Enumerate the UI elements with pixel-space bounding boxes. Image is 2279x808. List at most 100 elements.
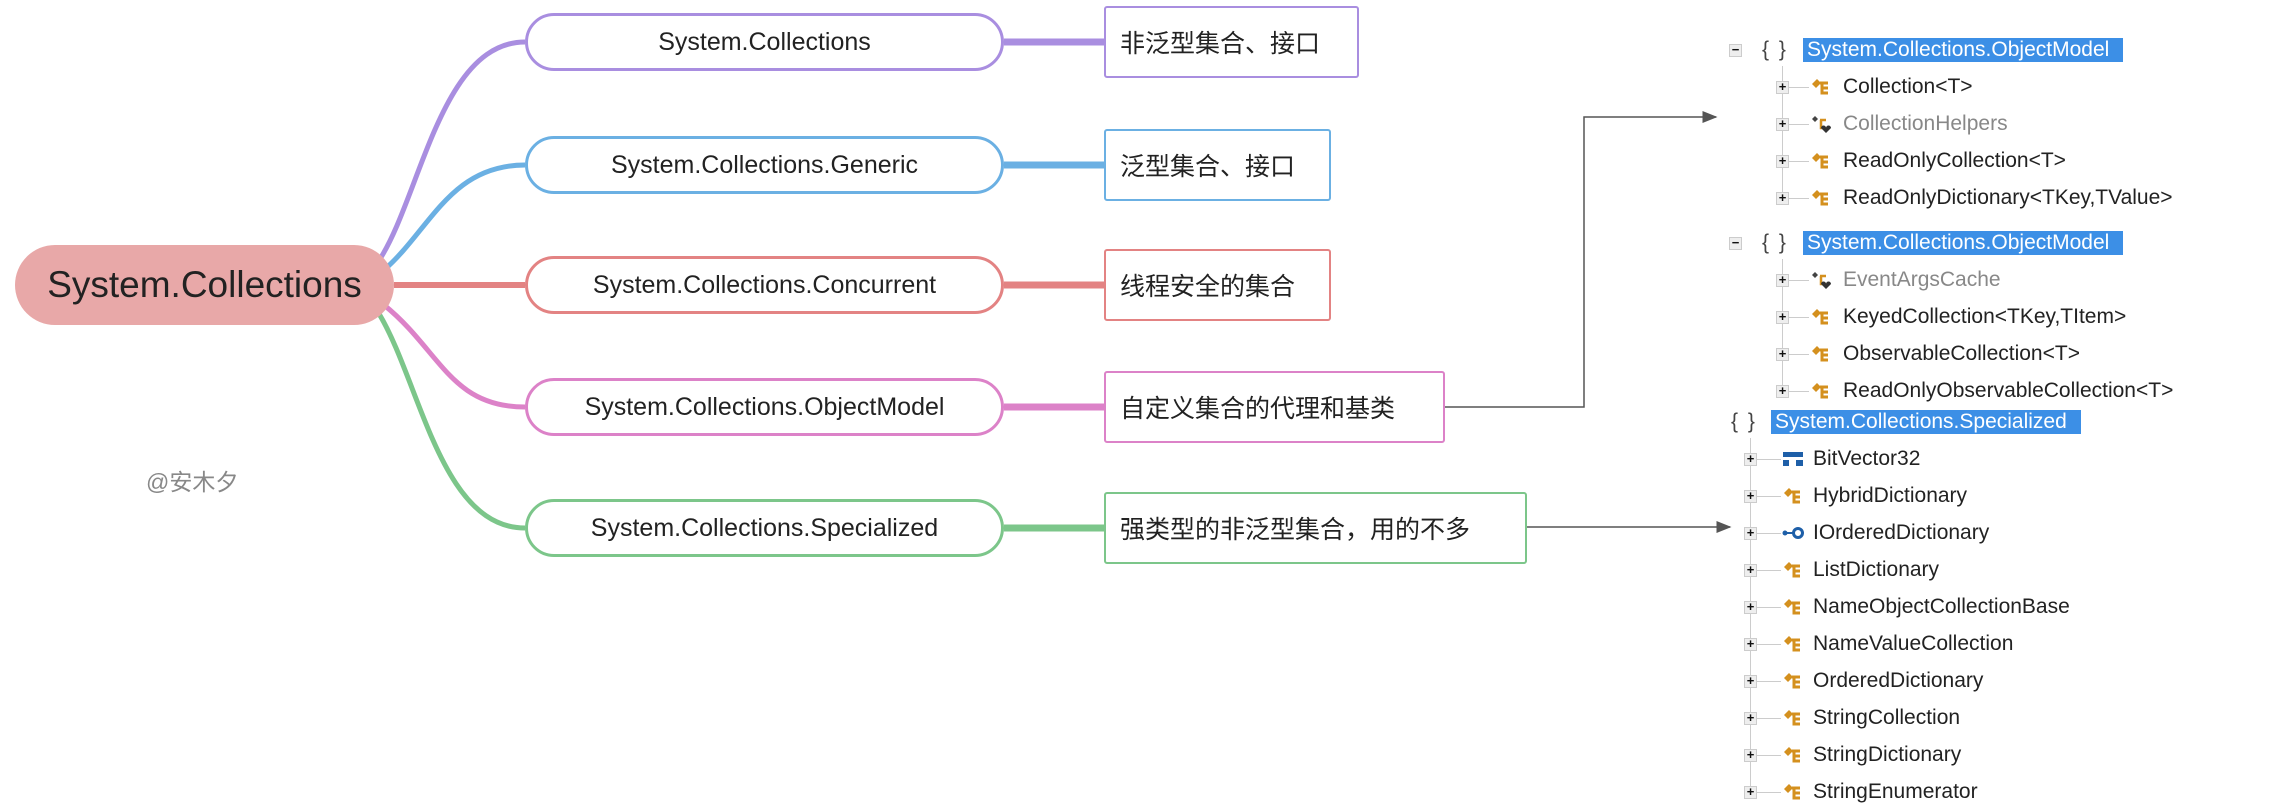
type-row[interactable]: StringDictionary <box>1782 739 1961 771</box>
type-name: IOrderedDictionary <box>1813 521 1990 544</box>
branch-node[interactable]: System.Collections.ObjectModel <box>525 378 1004 436</box>
type-name: NameValueCollection <box>1813 632 2014 655</box>
type-row[interactable]: IOrderedDictionary <box>1782 517 1989 549</box>
type-name: KeyedCollection<TKey,TItem> <box>1843 305 2127 328</box>
type-row[interactable]: KeyedCollection<TKey,TItem> <box>1810 301 2126 333</box>
branch-note[interactable]: 非泛型集合、接口 <box>1104 6 1359 78</box>
branch-curve-2 <box>382 162 526 272</box>
namespace-label[interactable]: System.Collections.ObjectModel <box>1803 38 2124 62</box>
type-name: StringCollection <box>1813 706 1961 729</box>
expand-toggle[interactable]: + <box>1776 273 1789 287</box>
struct-icon <box>1782 450 1813 468</box>
namespace-row[interactable]: { } System.Collections.ObjectModel <box>1762 227 2124 259</box>
type-row[interactable]: EventArgsCache <box>1810 264 2001 296</box>
type-name: HybridDictionary <box>1813 484 1968 507</box>
branch-curve-4 <box>382 303 526 410</box>
class-icon <box>1782 486 1813 506</box>
type-name: ReadOnlyCollection<T> <box>1843 149 2066 172</box>
type-row[interactable]: CollectionHelpers <box>1810 108 2008 140</box>
class-icon <box>1810 188 1843 208</box>
type-name: BitVector32 <box>1813 447 1921 470</box>
type-name: EventArgsCache <box>1843 268 2001 291</box>
type-name: StringEnumerator <box>1813 780 1978 803</box>
branch-node[interactable]: System.Collections.Concurrent <box>525 256 1004 314</box>
namespace-row[interactable]: { } System.Collections.ObjectModel <box>1762 34 2124 66</box>
branch-node[interactable]: System.Collections.Specialized <box>525 499 1004 557</box>
expand-toggle[interactable]: + <box>1744 600 1757 614</box>
branch-note[interactable]: 自定义集合的代理和基类 <box>1104 371 1445 443</box>
type-name: StringDictionary <box>1813 743 1962 766</box>
class-icon <box>1782 782 1813 802</box>
class-icon <box>1782 634 1813 654</box>
expand-toggle[interactable]: + <box>1776 310 1789 324</box>
class-icon <box>1810 151 1843 171</box>
watermark: @安木夕 <box>146 469 239 495</box>
expand-toggle[interactable]: + <box>1744 489 1757 503</box>
type-row[interactable]: BitVector32 <box>1782 443 1920 475</box>
type-row[interactable]: StringCollection <box>1782 702 1960 734</box>
branch-node[interactable]: System.Collections.Generic <box>525 136 1004 194</box>
branch-note[interactable]: 泛型集合、接口 <box>1104 129 1331 201</box>
class-icon <box>1782 597 1813 617</box>
namespace-icon: { } <box>1731 410 1757 433</box>
class-icon <box>1782 745 1813 765</box>
internal-class-icon <box>1810 270 1843 290</box>
class-icon <box>1810 77 1843 97</box>
type-row[interactable]: StringEnumerator <box>1782 776 1978 808</box>
expand-toggle[interactable]: + <box>1744 637 1757 651</box>
expand-toggle[interactable]: + <box>1744 785 1757 799</box>
type-row[interactable]: HybridDictionary <box>1782 480 1967 512</box>
internal-class-icon <box>1810 114 1843 134</box>
branch-note[interactable]: 线程安全的集合 <box>1104 249 1331 321</box>
namespace-icon: { } <box>1762 231 1788 254</box>
collapse-toggle[interactable]: − <box>1729 43 1742 57</box>
collapse-toggle[interactable]: − <box>1729 236 1742 250</box>
type-row[interactable]: OrderedDictionary <box>1782 665 1983 697</box>
namespace-icon: { } <box>1762 38 1788 61</box>
class-icon <box>1810 344 1843 364</box>
expand-toggle[interactable]: + <box>1744 452 1757 466</box>
branch-curve-1 <box>375 39 526 264</box>
connector-lines <box>375 38 1732 533</box>
expand-toggle[interactable]: + <box>1744 748 1757 762</box>
type-row[interactable]: NameObjectCollectionBase <box>1782 591 2070 623</box>
type-name: Collection<T> <box>1843 75 1973 98</box>
type-name: OrderedDictionary <box>1813 669 1984 692</box>
type-name: ReadOnlyObservableCollection<T> <box>1843 379 2174 402</box>
arrow-objectmodel <box>1445 111 1718 408</box>
expand-toggle[interactable]: + <box>1776 384 1789 398</box>
type-name: CollectionHelpers <box>1843 112 2008 135</box>
type-row[interactable]: NameValueCollection <box>1782 628 2013 660</box>
expand-toggle[interactable]: + <box>1744 711 1757 725</box>
type-name: ObservableCollection<T> <box>1843 342 2080 365</box>
expand-toggle[interactable]: + <box>1776 191 1789 205</box>
type-name: NameObjectCollectionBase <box>1813 595 2070 618</box>
namespace-label[interactable]: System.Collections.Specialized <box>1771 410 2081 434</box>
branch-note[interactable]: 强类型的非泛型集合，用的不多 <box>1104 492 1527 564</box>
expand-toggle[interactable]: + <box>1776 117 1789 131</box>
type-name: ListDictionary <box>1813 558 1940 581</box>
type-name: ReadOnlyDictionary<TKey,TValue> <box>1843 186 2173 209</box>
expand-toggle[interactable]: + <box>1744 674 1757 688</box>
class-icon <box>1810 381 1843 401</box>
type-row[interactable]: ObservableCollection<T> <box>1810 338 2080 370</box>
expand-toggle[interactable]: + <box>1744 563 1757 577</box>
class-icon <box>1810 307 1843 327</box>
type-row[interactable]: ReadOnlyDictionary<TKey,TValue> <box>1810 182 2173 214</box>
type-row[interactable]: ReadOnlyObservableCollection<T> <box>1810 375 2173 407</box>
expand-toggle[interactable]: + <box>1776 347 1789 361</box>
type-row[interactable]: ListDictionary <box>1782 554 1939 586</box>
expand-toggle[interactable]: + <box>1744 526 1757 540</box>
expand-toggle[interactable]: + <box>1776 80 1789 94</box>
namespace-row[interactable]: { } System.Collections.Specialized <box>1731 406 2081 438</box>
type-row[interactable]: Collection<T> <box>1810 71 1973 103</box>
expand-toggle[interactable]: + <box>1776 154 1789 168</box>
namespace-label[interactable]: System.Collections.ObjectModel <box>1803 231 2124 255</box>
class-icon <box>1782 671 1813 691</box>
class-icon <box>1782 708 1813 728</box>
root-node[interactable]: System.Collections <box>15 245 394 325</box>
class-icon <box>1782 560 1813 580</box>
interface-icon <box>1782 524 1813 542</box>
type-row[interactable]: ReadOnlyCollection<T> <box>1810 145 2066 177</box>
branch-node[interactable]: System.Collections <box>525 13 1004 71</box>
